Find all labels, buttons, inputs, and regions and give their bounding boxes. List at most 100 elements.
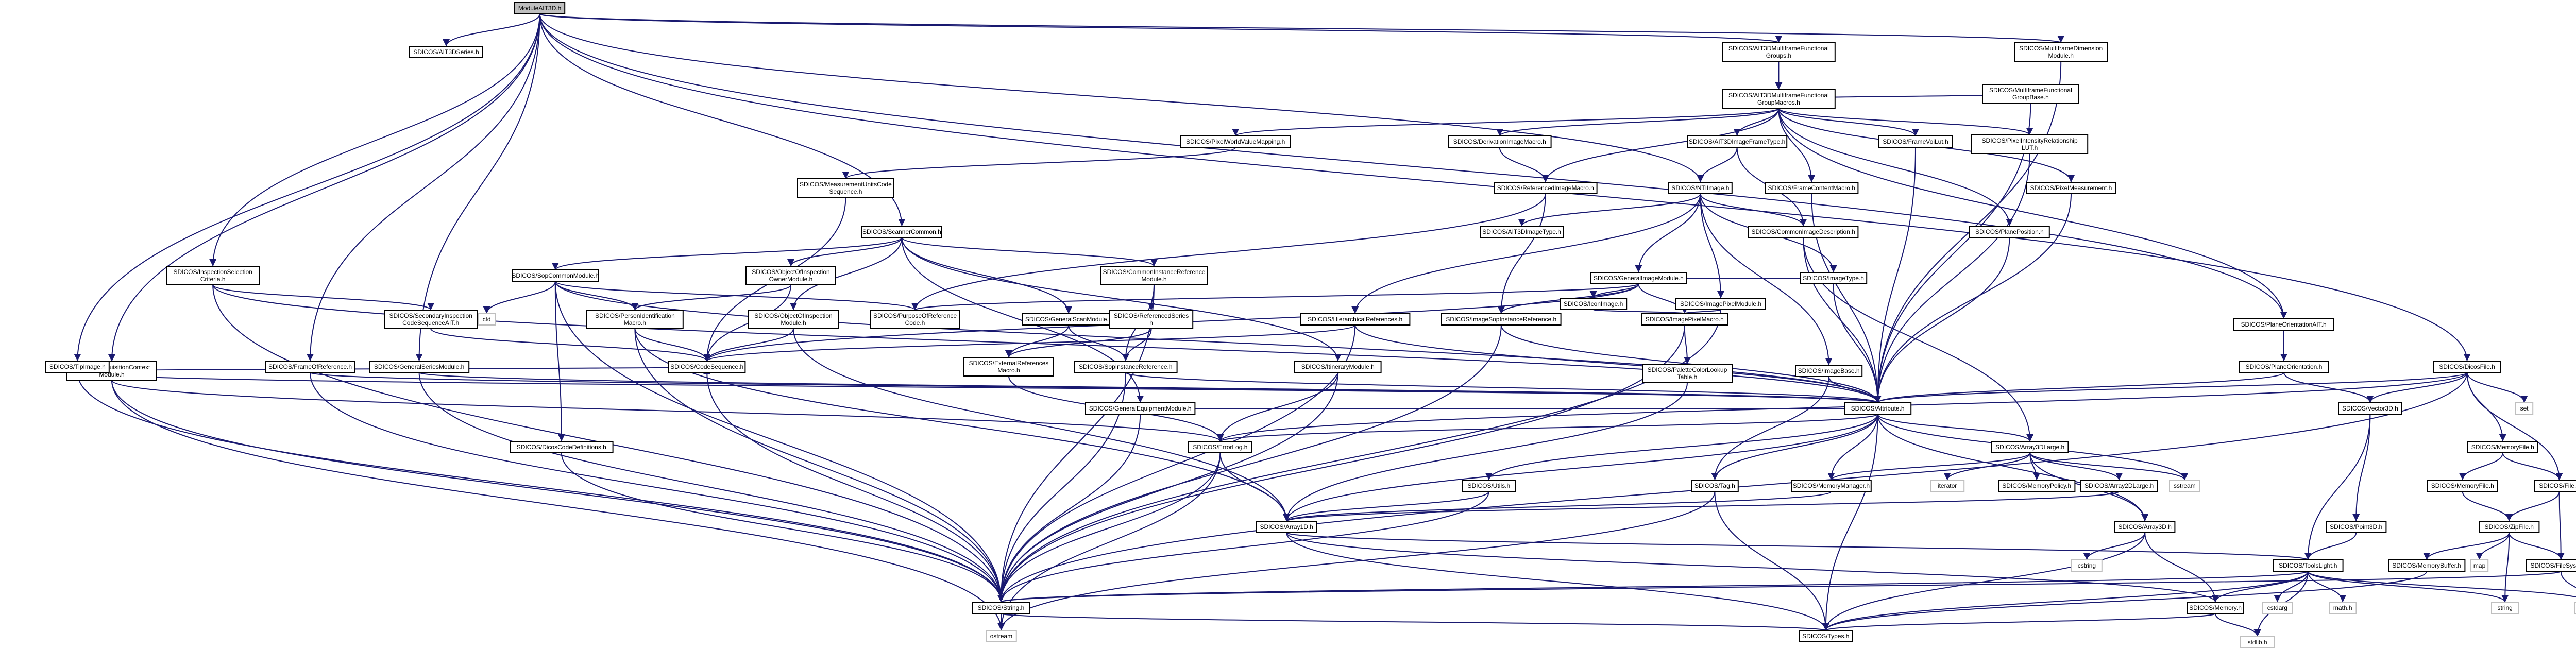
node-ostream[interactable]: ostream [986, 630, 1017, 642]
node-commonimagedesc[interactable]: SDICOS/CommonImageDescription.h [1748, 226, 1859, 238]
edge-errorlog-to-ostream [997, 452, 1221, 631]
node-planeorient[interactable]: SDICOS/PlaneOrientation.h [2239, 361, 2329, 373]
node-array3d[interactable]: SDICOS/Array3D.h [2114, 521, 2176, 533]
node-cstdarg[interactable]: cstdarg [2262, 602, 2293, 614]
node-stdlibh[interactable]: stdlib.h [2240, 636, 2275, 648]
node-generalseries[interactable]: SDICOS/GeneralSeriesModule.h [369, 361, 470, 373]
node-framecontent[interactable]: SDICOS/FrameContentMacro.h [1765, 182, 1859, 194]
node-stringext[interactable]: string [2491, 602, 2519, 614]
node-refimage[interactable]: SDICOS/ReferencedImageMacro.h [1494, 182, 1598, 194]
node-generalimage[interactable]: SDICOS/GeneralImageModule.h [1590, 272, 1687, 284]
node-aitimagetype[interactable]: SDICOS/AIT3DImageType.h [1480, 226, 1564, 238]
node-dicosfile[interactable]: SDICOS/DicosFile.h [2433, 361, 2501, 373]
node-label: SDICOS/MeasurementUnitsCode [800, 181, 892, 188]
node-planeorientait[interactable]: SDICOS/PlaneOrientationAIT.h [2233, 318, 2334, 331]
node-dicoscode[interactable]: SDICOS/DicosCodeDefinitions.h [510, 441, 614, 453]
node-scannercommon[interactable]: SDICOS/ScannerCommon.h [861, 226, 942, 238]
node-framevoi[interactable]: SDICOS/FrameVoiLut.h [1878, 135, 1953, 148]
node-array1d[interactable]: SDICOS/Array1D.h [1256, 521, 1317, 533]
node-zipfile[interactable]: SDICOS/ZipFile.h [2479, 521, 2540, 533]
node-secondaryinsp[interactable]: SDICOS/SecondaryInspectionCodeSequenceAI… [384, 310, 478, 329]
node-sopcommon[interactable]: SDICOS/SopCommonModule.h [512, 269, 599, 282]
node-box [2233, 318, 2334, 331]
edge-dicosfile-to-attribute [1874, 372, 2468, 403]
node-aitseries[interactable]: SDICOS/AIT3DSeries.h [409, 46, 483, 58]
node-memoryfile[interactable]: SDICOS/MemoryFile.h [2467, 441, 2538, 453]
node-ntiimage[interactable]: SDICOS/NTIImage.h [1668, 182, 1733, 194]
node-filesystem[interactable]: SDICOS/FileSystem.h [2526, 559, 2576, 572]
node-imagepixelmod[interactable]: SDICOS/ImagePixelModule.h [1675, 298, 1766, 310]
node-mathh[interactable]: math.h [2329, 602, 2357, 614]
node-imagetype[interactable]: SDICOS/ImageType.h [1800, 272, 1868, 284]
node-iterator[interactable]: iterator [1930, 480, 1965, 492]
node-imagepixelmacro[interactable]: SDICOS/ImagePixelMacro.h [1641, 313, 1728, 326]
node-utils[interactable]: SDICOS/Utils.h [1462, 480, 1516, 492]
node-aitframetype[interactable]: SDICOS/AIT3DImageFrameType.h [1687, 135, 1788, 148]
node-errorlog[interactable]: SDICOS/ErrorLog.h [1188, 441, 1252, 453]
node-tools[interactable]: SDICOS/ToolsLight.h [2273, 559, 2344, 572]
node-label: SDICOS/ObjectOfInspection [754, 312, 832, 319]
node-attribute[interactable]: SDICOS/Attribute.h [1844, 402, 1912, 415]
node-generalequip[interactable]: SDICOS/GeneralEquipmentModule.h [1085, 402, 1196, 415]
node-array2dlarge[interactable]: SDICOS/Array2DLarge.h [2080, 480, 2158, 492]
node-derivation[interactable]: SDICOS/DerivationImageMacro.h [1448, 135, 1552, 148]
node-icon[interactable]: SDICOS/IconImage.h [1560, 298, 1628, 310]
node-sopinstref[interactable]: SDICOS/SopInstanceReference.h [1074, 361, 1178, 373]
node-sstream[interactable]: sstream [2169, 480, 2200, 492]
node-set[interactable]: set [2515, 402, 2534, 415]
node-ctd[interactable]: ctd [478, 313, 496, 326]
edge-vector3d-to-tools [2304, 414, 2371, 560]
node-codeseq[interactable]: SDICOS/CodeSequence.h [668, 361, 746, 373]
node-mfmacros[interactable]: SDICOS/AIT3DMultiframeFunctionalGroupMac… [1722, 89, 1836, 109]
node-tipimage[interactable]: SDICOS/TipImage.h [45, 361, 110, 373]
node-label: SDICOS/PlaneOrientationAIT.h [2241, 321, 2327, 328]
edge-imagetype-to-attribute [1833, 283, 1882, 403]
node-memmanager[interactable]: SDICOS/MemoryManager.h [1791, 480, 1872, 492]
node-imagebase[interactable]: SDICOS/ImageBase.h [1795, 365, 1863, 377]
node-cstring[interactable]: cstring [2071, 559, 2103, 572]
node-memfileh[interactable]: SDICOS/MemoryFile.h [2427, 480, 2498, 492]
edge-array1d-to-types [1286, 532, 1829, 631]
node-pixelworld[interactable]: SDICOS/PixelWorldValueMapping.h [1180, 135, 1291, 148]
node-vector3d[interactable]: SDICOS/Vector3D.h [2338, 402, 2402, 415]
node-file[interactable]: SDICOS/File.h [2534, 480, 2576, 492]
node-generalscan[interactable]: SDICOS/GeneralScanModule.h [1022, 313, 1116, 326]
node-tag[interactable]: SDICOS/Tag.h [1691, 480, 1739, 492]
node-label: Code.h [905, 319, 925, 327]
node-mempolicy[interactable]: SDICOS/MemoryPolicy.h [1998, 480, 2076, 492]
node-hierarchical[interactable]: SDICOS/HierarchicalReferences.h [1300, 313, 1411, 326]
node-point3d[interactable]: SDICOS/Point3D.h [2326, 521, 2387, 533]
node-map[interactable]: map [2470, 559, 2489, 572]
node-array3dlarge[interactable]: SDICOS/Array3DLarge.h [1991, 441, 2069, 453]
node-string[interactable]: SDICOS/String.h [972, 602, 1030, 614]
node-frameofref[interactable]: SDICOS/FrameOfReference.h [265, 361, 355, 373]
edge-tools-to-cstdarg [2274, 571, 2309, 603]
node-root[interactable]: ModuleAIT3D.h [514, 2, 566, 14]
node-vectorext[interactable]: vector [2574, 602, 2576, 614]
node-itinerary[interactable]: SDICOS/ItineraryModule.h [1294, 361, 1382, 373]
node-planepos[interactable]: SDICOS/PlanePosition.h [1969, 226, 2050, 238]
node-membuffer[interactable]: SDICOS/MemoryBuffer.h [2388, 559, 2466, 572]
node-box [510, 441, 614, 453]
node-pixelmeas[interactable]: SDICOS/PixelMeasurement.h [2026, 182, 2116, 194]
node-types[interactable]: SDICOS/Types.h [1799, 630, 1853, 642]
node-imagesop[interactable]: SDICOS/ImageSopInstanceReference.h [1441, 313, 1562, 326]
node-label: SDICOS/Vector3D.h [2342, 405, 2398, 412]
node-memory[interactable]: SDICOS/Memory.h [2187, 602, 2244, 614]
node-box [1991, 441, 2069, 453]
edge-tipimage-to-string [77, 372, 1005, 603]
